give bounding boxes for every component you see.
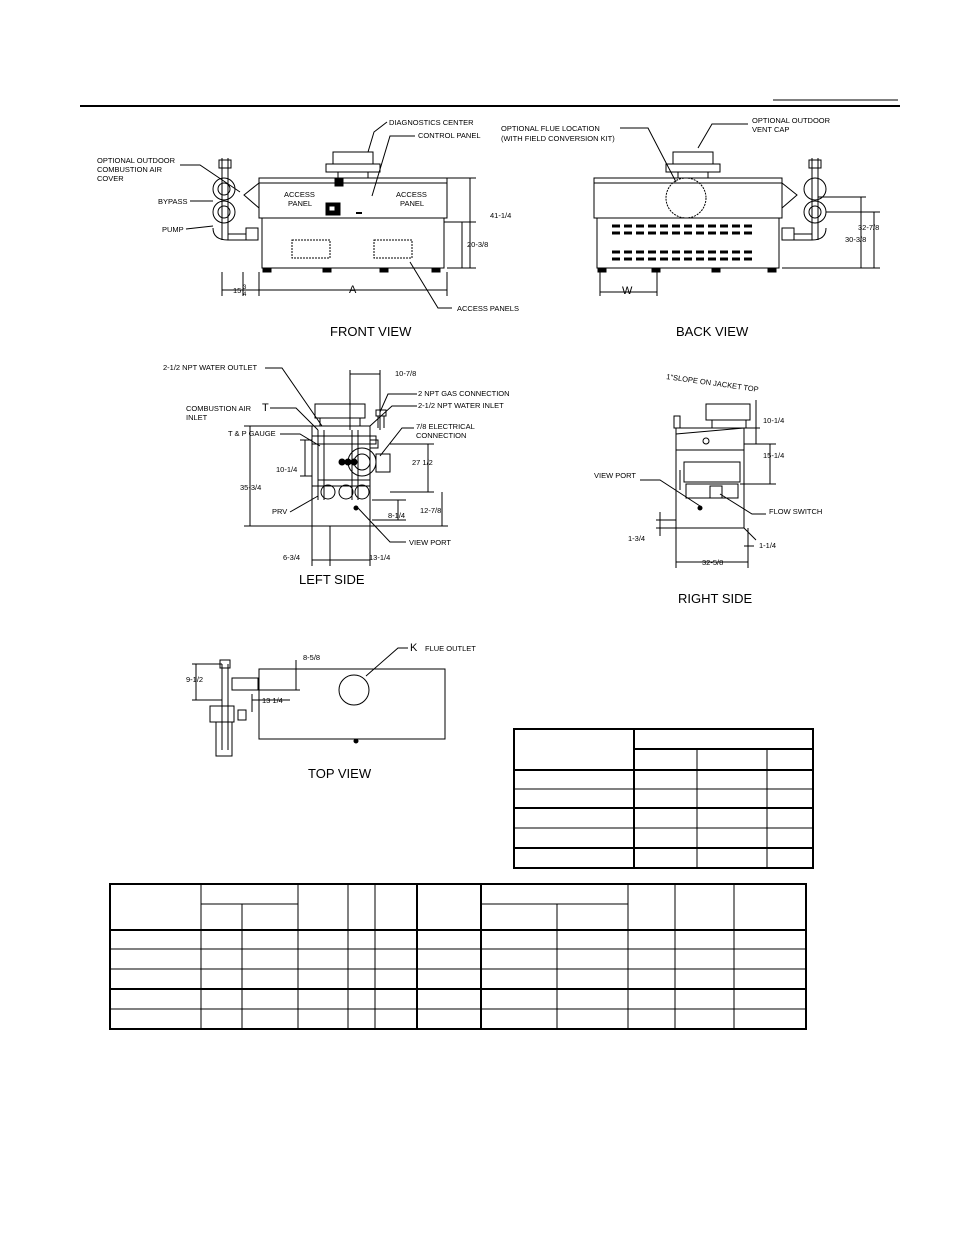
label-diagnostics: DIAGNOSTICS CENTER — [389, 118, 474, 127]
front-view — [180, 121, 476, 309]
label-control-panel: CONTROL PANEL — [418, 131, 481, 140]
left-side-view — [244, 367, 448, 566]
large-dimension-table — [109, 883, 807, 1030]
dim-1-14: 1-1/4 — [759, 541, 776, 550]
dim-32: 32-7/8 — [858, 223, 879, 232]
label-combustion-air-1: COMBUSTION AIR — [186, 404, 252, 413]
label-combustion-air-2: INLET — [186, 413, 208, 422]
dim-13: 13-1/4 — [369, 553, 390, 562]
top-view — [192, 647, 446, 757]
label-vent-cap-2: VENT CAP — [752, 125, 789, 134]
dim-35: 35-3/4 — [240, 483, 261, 492]
dim-12: 12-7/8 — [420, 506, 441, 515]
label-access-2: ACCESS — [396, 190, 427, 199]
label-water-outlet: 2-1/2 NPT WATER OUTLET — [163, 363, 257, 372]
label-bypass: BYPASS — [158, 197, 187, 206]
front-view-text: DIAGNOSTICS CENTER CONTROL PANEL OPTIONA… — [97, 118, 519, 339]
label-vent-cap-1: OPTIONAL OUTDOOR — [752, 116, 831, 125]
right-side-title: RIGHT SIDE — [678, 591, 752, 606]
label-slope: 1"SLOPE ON JACKET TOP — [666, 372, 759, 394]
top-view-title: TOP VIEW — [308, 766, 372, 781]
dim-8: 8-1/4 — [388, 511, 405, 520]
front-view-title: FRONT VIEW — [330, 324, 412, 339]
label-electrical-1: 7/8 ELECTRICAL — [416, 422, 475, 431]
dim-32-right: 32-5/8 — [702, 558, 723, 567]
right-side-view — [640, 400, 776, 568]
label-flow-switch: FLOW SWITCH — [769, 507, 822, 516]
dim-20: 20-3/8 — [467, 240, 488, 249]
left-side-title: LEFT SIDE — [299, 572, 365, 587]
back-view — [593, 123, 880, 296]
dim-10-14: 10-1/4 — [276, 465, 297, 474]
label-K: K — [410, 642, 418, 654]
dim-1-34: 1-3/4 — [628, 534, 645, 543]
dim-A: A — [349, 284, 357, 296]
label-gas-connection: 2 NPT GAS CONNECTION — [418, 389, 510, 398]
label-access-1: ACCESS — [284, 190, 315, 199]
dim-15-whole: 15 — [233, 286, 241, 295]
dim-9: 9-1/2 — [186, 675, 203, 684]
label-water-inlet: 2-1/2 NPT WATER INLET — [418, 401, 504, 410]
dim-27: 27 1/2 — [412, 458, 433, 467]
label-electrical-2: CONNECTION — [416, 431, 466, 440]
dim-6: 6-3/4 — [283, 553, 300, 562]
back-view-text: OPTIONAL FLUE LOCATION (WITH FIELD CONVE… — [501, 116, 879, 339]
dim-15-right: 15-1/4 — [763, 451, 784, 460]
right-side-text: 1"SLOPE ON JACKET TOP 10-1/4 15-1/4 VIEW… — [594, 372, 822, 606]
back-view-title: BACK VIEW — [676, 324, 749, 339]
dim-15-den: 4 — [243, 292, 247, 298]
dim-41: 41-1/4 — [490, 211, 511, 220]
dim-30: 30-3/8 — [845, 235, 866, 244]
dim-13-top: 13 1/4 — [262, 696, 283, 705]
dim-8-58: 8-5/8 — [303, 653, 320, 662]
label-outdoor-cover-2: COMBUSTION AIR — [97, 165, 163, 174]
top-view-text: 8-5/8 K FLUE OUTLET 9-1/2 13 1/4 TOP VIE… — [186, 642, 476, 781]
label-access-panels: ACCESS PANELS — [457, 304, 519, 313]
label-flue-outlet: FLUE OUTLET — [425, 644, 476, 653]
dim-15-num: 3 — [243, 285, 247, 291]
label-outdoor-cover-3: COVER — [97, 174, 124, 183]
small-dimension-table — [513, 728, 814, 869]
label-flue-location-2: (WITH FIELD CONVERSION KIT) — [501, 134, 615, 143]
label-panel-1: PANEL — [288, 199, 312, 208]
dim-10-right: 10-1/4 — [763, 416, 784, 425]
label-view-port-right: VIEW PORT — [594, 471, 636, 480]
label-flue-location-1: OPTIONAL FLUE LOCATION — [501, 124, 600, 133]
dim-W: W — [622, 285, 633, 297]
label-prv: PRV — [272, 507, 287, 516]
label-panel-2: PANEL — [400, 199, 424, 208]
label-pump: PUMP — [162, 225, 184, 234]
label-view-port-left: VIEW PORT — [409, 538, 451, 547]
left-side-text: 2-1/2 NPT WATER OUTLET 10-7/8 2 NPT GAS … — [163, 363, 510, 587]
dim-10-78: 10-7/8 — [395, 369, 416, 378]
label-tp-gauge: T & P GAUGE — [228, 429, 276, 438]
label-outdoor-cover-1: OPTIONAL OUTDOOR — [97, 156, 176, 165]
label-T: T — [262, 402, 269, 414]
